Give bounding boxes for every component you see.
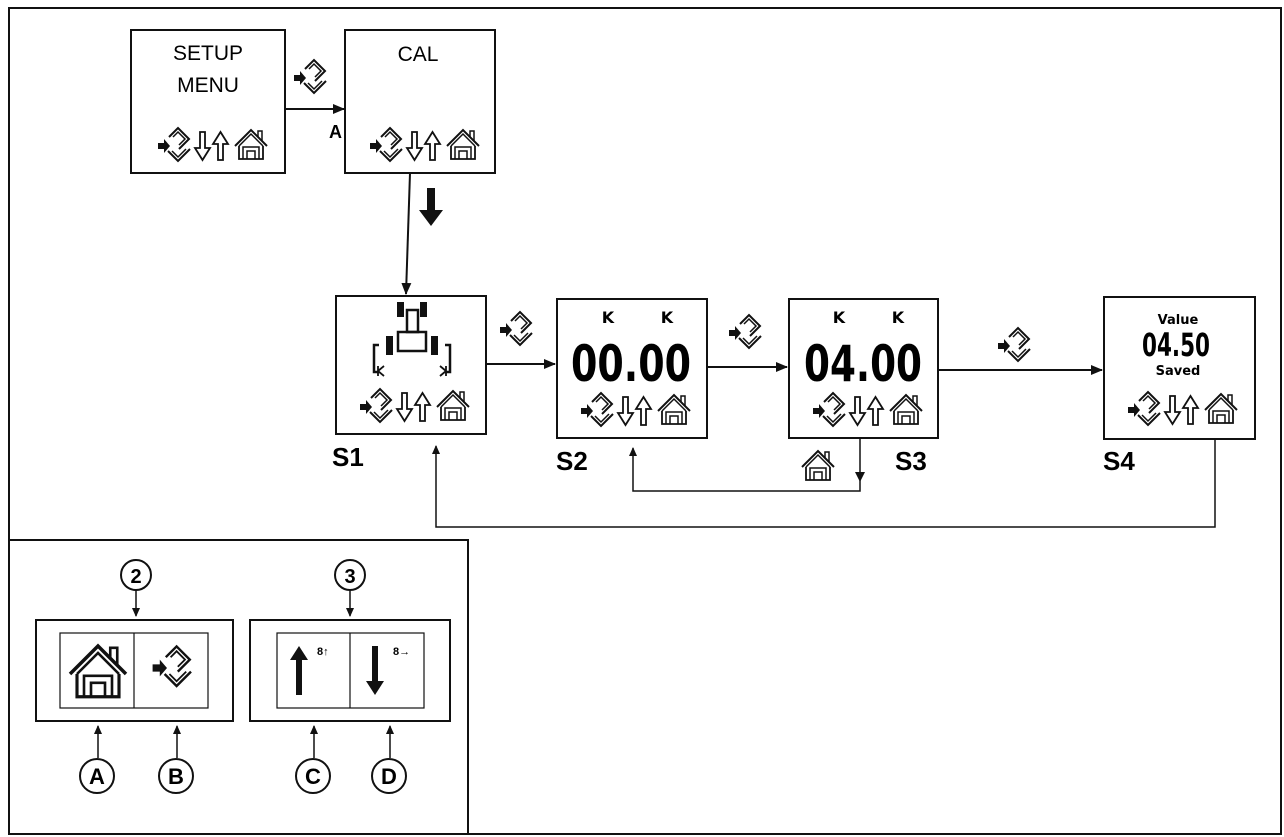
callout-b [158, 758, 194, 794]
callout-a-letter: A [89, 764, 105, 789]
s2-k-left: K [602, 308, 615, 327]
home-icon [801, 450, 835, 481]
down-arrow-icon [419, 188, 443, 226]
callout-c [295, 758, 331, 794]
outer-frame [8, 7, 1282, 835]
cal-title: CAL [398, 43, 439, 66]
s3-k-right: K [892, 308, 905, 327]
s4-bottom-label: Saved [1156, 364, 1201, 379]
cal-screen: CAL [344, 29, 496, 174]
s2-screen: K K 00.00 [556, 298, 708, 439]
s1-label: S1 [332, 442, 364, 472]
up-arrow-icon [290, 646, 308, 695]
arrow-cal-to-s1 [401, 172, 412, 295]
legend-panel: 2 3 8↑ 8→ A B C D [9, 539, 469, 834]
setup-menu-title-line1: SETUP [173, 42, 243, 65]
setup-menu-screen: SETUP MENU [130, 29, 286, 174]
down-arrow-icon [366, 646, 384, 695]
s4-value: 04.50 [1142, 326, 1210, 364]
s4-screen: Value 04.50 Saved [1103, 296, 1256, 440]
s4-label: S4 [1103, 446, 1135, 476]
s3-value: 04.00 [804, 335, 922, 393]
callout-a [79, 758, 115, 794]
s3-label: S3 [895, 446, 927, 476]
enter-icon [997, 327, 1031, 362]
callout-3-number: 3 [344, 566, 355, 588]
arrow-s3-home-to-s2 [629, 438, 861, 492]
arrow-label-a: A [329, 122, 342, 142]
s2-label: S2 [556, 446, 588, 476]
arrow-head-down [855, 472, 865, 482]
enter-icon [499, 311, 533, 346]
enter-icon [728, 314, 762, 349]
enter-icon [293, 59, 327, 94]
tractor-icon [372, 302, 452, 377]
callout-2-number: 2 [130, 566, 141, 588]
callout-b-letter: B [168, 764, 184, 789]
s3-k-left: K [833, 308, 846, 327]
callout-d [371, 758, 407, 794]
s2-k-right: K [661, 308, 674, 327]
callout-d-letter: D [381, 764, 397, 789]
up-arrow-note: 8↑ [317, 646, 329, 658]
s1-screen [335, 295, 487, 435]
s4-top-label: Value [1158, 313, 1199, 328]
s2-value: 00.00 [571, 335, 691, 393]
arrow-s4-to-s1 [432, 439, 1216, 528]
setup-menu-title-line2: MENU [177, 74, 239, 97]
s3-screen: K K 04.00 [788, 298, 939, 439]
down-arrow-note: 8→ [393, 646, 410, 658]
callout-c-letter: C [305, 764, 321, 789]
